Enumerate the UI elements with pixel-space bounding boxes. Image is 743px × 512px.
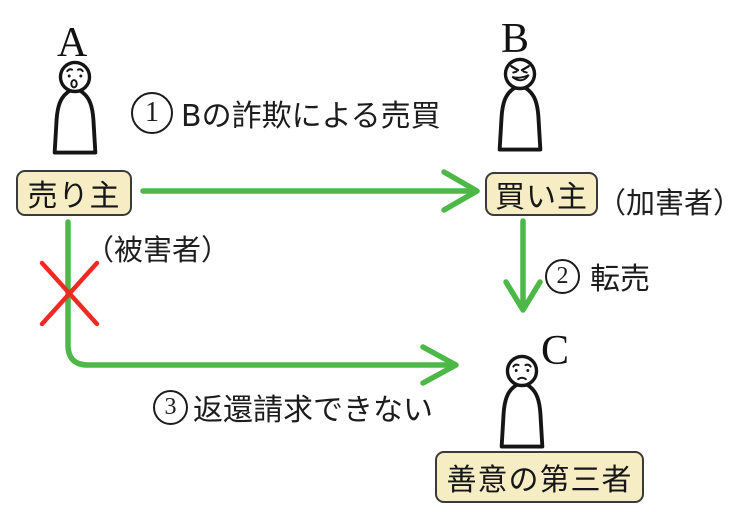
step2-text: 転売 xyxy=(590,262,650,297)
sale-arrow xyxy=(140,169,480,213)
cross-mark xyxy=(39,260,100,327)
step2-label: 2 転売 xyxy=(545,254,650,298)
no-return-arrow xyxy=(65,219,459,386)
step2-number-circle: 2 xyxy=(545,258,580,294)
step1-number-circle: 1 xyxy=(131,92,173,134)
perpetrator-annotation: （加害者） xyxy=(597,186,743,220)
person-b-letter: B xyxy=(501,16,530,62)
scheming-face-icon xyxy=(510,65,530,82)
person-body xyxy=(497,84,543,152)
person-head xyxy=(505,354,539,388)
worried-face-icon xyxy=(66,68,84,89)
step3-text: 返還請求できない xyxy=(193,393,433,428)
person-c-letter: C xyxy=(541,328,570,374)
sad-face-icon xyxy=(512,363,532,381)
person-a-letter: A xyxy=(57,20,88,66)
victim-annotation: （被害者） xyxy=(85,233,231,267)
person-a-figure xyxy=(52,60,98,155)
person-c-figure xyxy=(499,354,545,449)
step3-label: 3 返還請求できない xyxy=(153,385,433,429)
resale-arrow xyxy=(503,218,543,313)
step1-label: 1 Bの詐欺による売買 xyxy=(131,91,441,135)
person-head xyxy=(503,57,537,91)
step3-number-circle: 3 xyxy=(153,389,188,425)
third-party-label-box: 善意の第三者 xyxy=(435,451,644,503)
buyer-label-box: 買い主 xyxy=(485,172,598,216)
person-body xyxy=(52,87,98,155)
person-b-figure xyxy=(497,57,543,152)
seller-label-box: 売り主 xyxy=(16,170,132,216)
person-body xyxy=(499,381,545,449)
step1-text: Bの詐欺による売買 xyxy=(181,99,441,134)
